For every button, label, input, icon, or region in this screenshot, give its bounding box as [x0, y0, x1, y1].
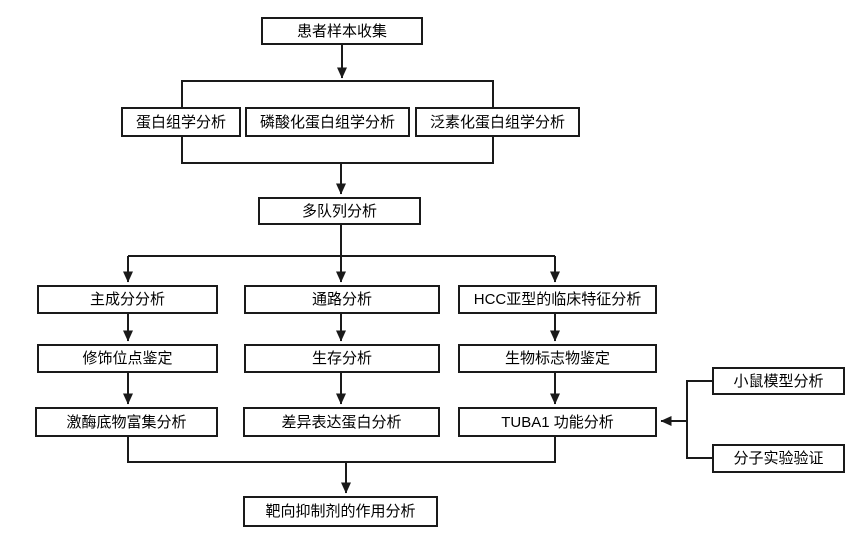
edge-merge-bottom: [127, 437, 556, 463]
node-multi-cohort: 多队列分析: [258, 197, 421, 225]
node-pathway: 通路分析: [244, 285, 440, 314]
node-dep: 差异表达蛋白分析: [243, 407, 440, 437]
node-phosphoproteomics: 磷酸化蛋白组学分析: [245, 107, 410, 137]
node-molecular-validation: 分子实验验证: [712, 444, 845, 473]
node-survival: 生存分析: [244, 344, 440, 373]
node-proteomics: 蛋白组学分析: [121, 107, 241, 137]
edge-validation-bracket: [686, 380, 712, 459]
node-tuba1: TUBA1 功能分析: [458, 407, 657, 437]
node-ksea: 激酶底物富集分析: [35, 407, 218, 437]
node-mod-site: 修饰位点鉴定: [37, 344, 218, 373]
node-pca: 主成分分析: [37, 285, 218, 314]
node-ubiquitylomics: 泛素化蛋白组学分析: [415, 107, 580, 137]
node-hcc-clinical: HCC亚型的临床特征分析: [458, 285, 657, 314]
node-biomarker: 生物标志物鉴定: [458, 344, 657, 373]
node-mouse-model: 小鼠模型分析: [712, 367, 845, 395]
node-inhibitor: 靶向抑制剂的作用分析: [243, 496, 438, 527]
node-patient-sample: 患者样本收集: [261, 17, 423, 45]
